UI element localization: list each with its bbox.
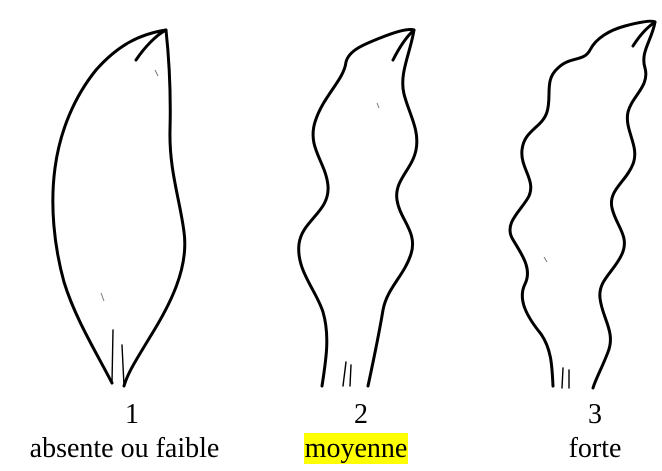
leaf-illustrations [0,0,662,400]
leaf-smooth [53,30,185,386]
leaf-number-3: 3 [565,399,625,431]
leaf-label-text-3: forte [569,433,622,464]
leaf-label-medium: moyenne [291,433,421,465]
leaf-number-2: 2 [331,399,391,431]
leaf-medium-wavy [299,29,417,386]
leaf-label-strong: forte [545,433,645,465]
leaf-strong-wavy [510,21,655,388]
leaf-label-text-1: absente ou faible [30,433,220,464]
leaf-label-text-2-highlighted: moyenne [304,433,409,464]
leaf-number-1: 1 [102,399,162,431]
leaf-label-absent-or-weak: absente ou faible [2,433,247,465]
